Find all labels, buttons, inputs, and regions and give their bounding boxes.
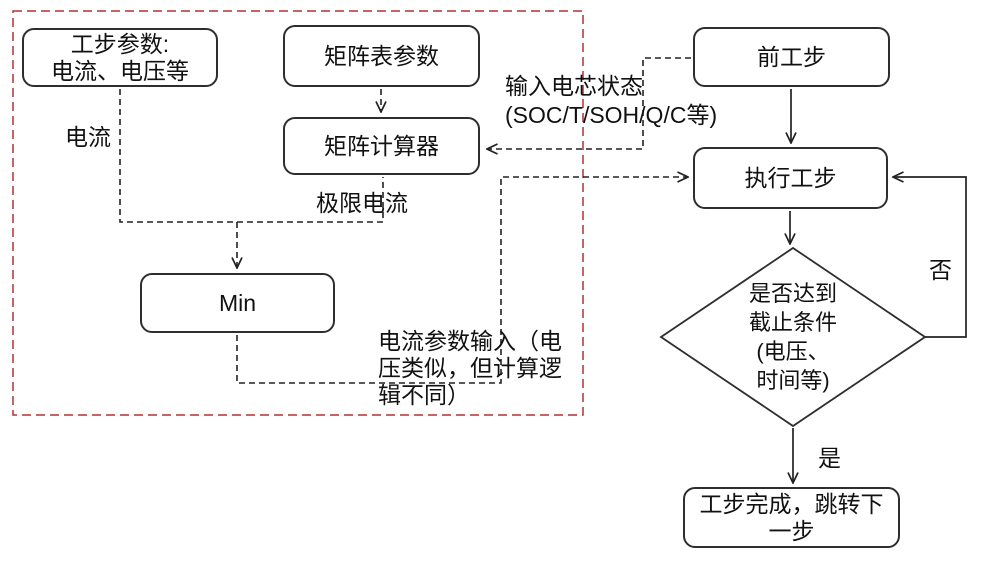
node-matrix-calculator: 矩阵计算器 (283, 117, 480, 175)
node-min: Min (140, 273, 335, 333)
edge-prev-to-matrixcalc (487, 57, 691, 149)
label-no-branch: 否 (929, 257, 952, 283)
node-step-complete-label: 工步完成，跳转下 一步 (699, 490, 884, 544)
node-step-parameters: 工步参数: 电流、电压等 (22, 28, 218, 87)
node-execute-step-label: 执行工步 (744, 164, 837, 191)
edge-min-to-exec (236, 177, 688, 384)
node-matrix-calculator-label: 矩阵计算器 (324, 132, 439, 159)
label-current-param-input: 电流参数输入（电 压类似，但计算逻 辑不同） (378, 328, 562, 408)
decision-diamond-shape (659, 246, 927, 428)
node-min-label: Min (218, 289, 257, 316)
node-matrix-table-params-label: 矩阵表参数 (324, 42, 439, 69)
node-step-complete: 工步完成，跳转下 一步 (683, 487, 900, 548)
current-module-boundary (12, 10, 584, 416)
node-previous-step-label: 前工步 (757, 43, 826, 70)
label-current: 电流 (65, 124, 111, 150)
node-previous-step: 前工步 (693, 27, 890, 87)
label-limit-current: 极限电流 (316, 190, 408, 216)
edge-stepparams-current (119, 89, 384, 223)
node-matrix-table-params: 矩阵表参数 (283, 25, 480, 87)
label-yes-branch: 是 (818, 445, 841, 471)
node-step-parameters-label: 工步参数: 电流、电压等 (51, 30, 189, 84)
node-execute-step: 执行工步 (693, 147, 888, 209)
decision-diamond-label: 是否达到 截止条件 (电压、 时间等) (748, 281, 837, 393)
label-input-cell-state: 输入电芯状态 (SOC/T/SOH/Q/C等) (505, 73, 718, 128)
edge-decision-no-loop (893, 177, 967, 338)
